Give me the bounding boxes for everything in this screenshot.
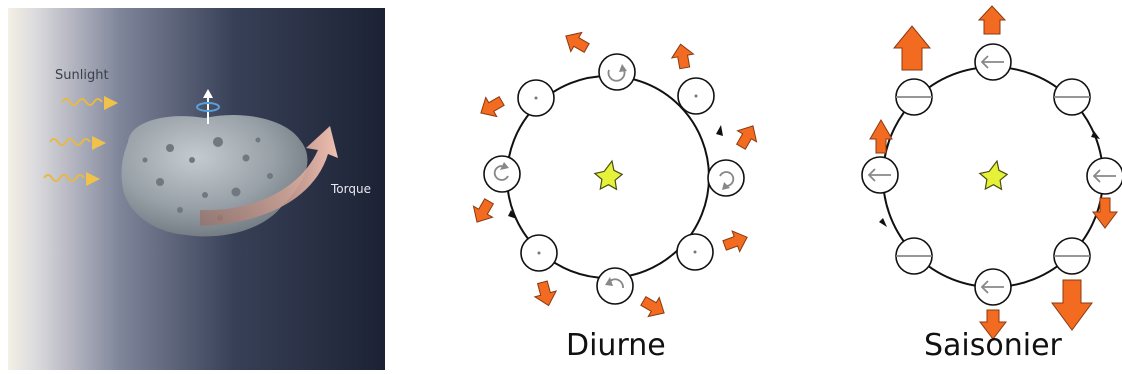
asteroid-right — [707, 159, 745, 197]
asteroid-left — [861, 156, 899, 194]
sunlight-ray-3 — [43, 174, 85, 182]
asteroid-right — [1086, 157, 1122, 195]
asteroid-upper-right — [1053, 78, 1091, 116]
force-arrow — [977, 5, 1007, 35]
asteroid-upper-left — [517, 79, 555, 117]
diurnal-caption: Diurne — [566, 328, 666, 363]
asteroid-lower-right — [1053, 237, 1091, 275]
asteroid-upper-right — [677, 77, 715, 115]
force-arrow — [533, 280, 558, 307]
force-arrow — [480, 95, 505, 118]
asteroid-lower-right — [676, 233, 714, 271]
diurnal-force-arrows — [472, 31, 758, 318]
force-arrow — [869, 119, 893, 154]
force-arrow — [892, 25, 932, 71]
asteroid-top — [974, 43, 1012, 81]
seasonal-diagram — [861, 5, 1122, 340]
force-arrow — [722, 230, 748, 253]
force-arrow — [978, 309, 1008, 340]
asteroid-upper-left — [895, 78, 933, 116]
asteroid-lower-left — [520, 234, 558, 272]
sun-star-icon — [978, 159, 1009, 191]
asteroid-lower-left — [895, 237, 933, 275]
sunlight-ray-2-head — [92, 136, 106, 150]
force-arrow — [640, 295, 665, 318]
force-arrow — [670, 43, 695, 70]
asteroid-top — [598, 53, 636, 91]
asteroid-bottom — [974, 268, 1012, 306]
sunlight-ray-1-head — [104, 96, 118, 110]
seasonal-force-arrows — [869, 5, 1118, 340]
asteroid-left — [483, 155, 521, 193]
torque-label: Torque — [330, 182, 371, 196]
sunlight-ray-1 — [61, 98, 103, 106]
asteroid-bottom — [596, 267, 634, 305]
seasonal-caption: Saisonier — [924, 328, 1062, 363]
sunlight-ray-3-head — [86, 172, 100, 186]
asteroid-positions — [861, 43, 1122, 306]
force-arrow — [1092, 197, 1118, 229]
sunlight-ray-2 — [49, 138, 91, 146]
force-arrow — [472, 198, 495, 223]
diurnal-diagram — [472, 31, 758, 318]
force-arrow — [1051, 279, 1093, 331]
sunlight-label: Sunlight — [55, 68, 109, 83]
sun-star-icon — [593, 159, 624, 191]
torque-arrow — [200, 126, 338, 226]
force-arrow — [735, 125, 758, 150]
sunlight-rays — [43, 96, 118, 186]
force-arrow — [565, 31, 590, 54]
spin-axis-icon — [196, 89, 220, 124]
orbit-direction-arrows — [879, 131, 1100, 227]
asteroid-positions — [483, 53, 745, 305]
orbit-direction-arrows — [508, 125, 723, 219]
left-illustration: Sunlight Torque — [8, 8, 385, 370]
